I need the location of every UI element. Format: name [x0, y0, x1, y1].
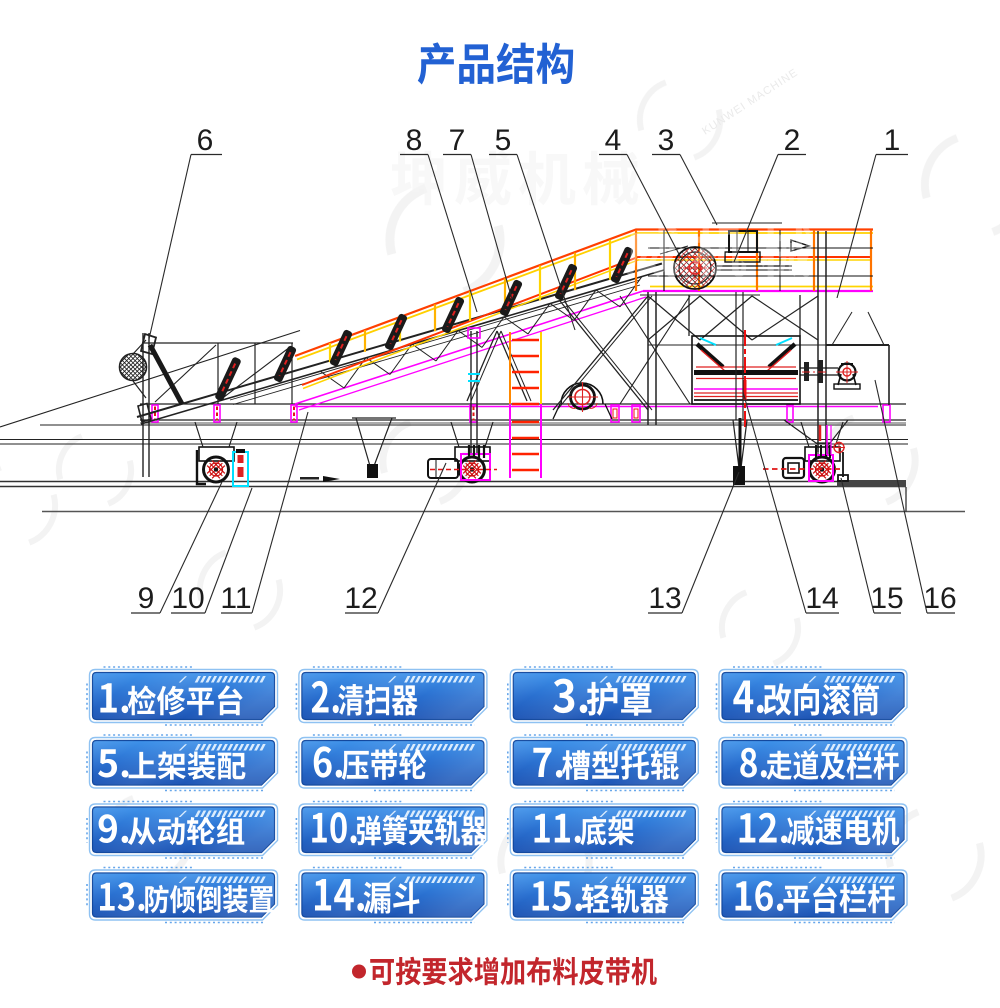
- svg-text:9: 9: [138, 582, 155, 615]
- svg-text:14: 14: [805, 582, 838, 615]
- svg-text:12: 12: [344, 582, 377, 615]
- svg-text:4: 4: [605, 124, 622, 157]
- svg-text:1: 1: [884, 124, 901, 157]
- svg-text:8: 8: [406, 124, 423, 157]
- svg-text:15: 15: [870, 582, 903, 615]
- svg-text:10: 10: [171, 582, 204, 615]
- svg-text:6: 6: [197, 124, 214, 157]
- svg-text:13: 13: [648, 582, 681, 615]
- svg-text:16: 16: [923, 582, 956, 615]
- svg-text:11: 11: [220, 582, 251, 615]
- svg-text:5: 5: [495, 124, 512, 157]
- svg-text:3: 3: [658, 124, 675, 157]
- svg-text:7: 7: [449, 124, 466, 157]
- svg-text:2: 2: [784, 124, 801, 157]
